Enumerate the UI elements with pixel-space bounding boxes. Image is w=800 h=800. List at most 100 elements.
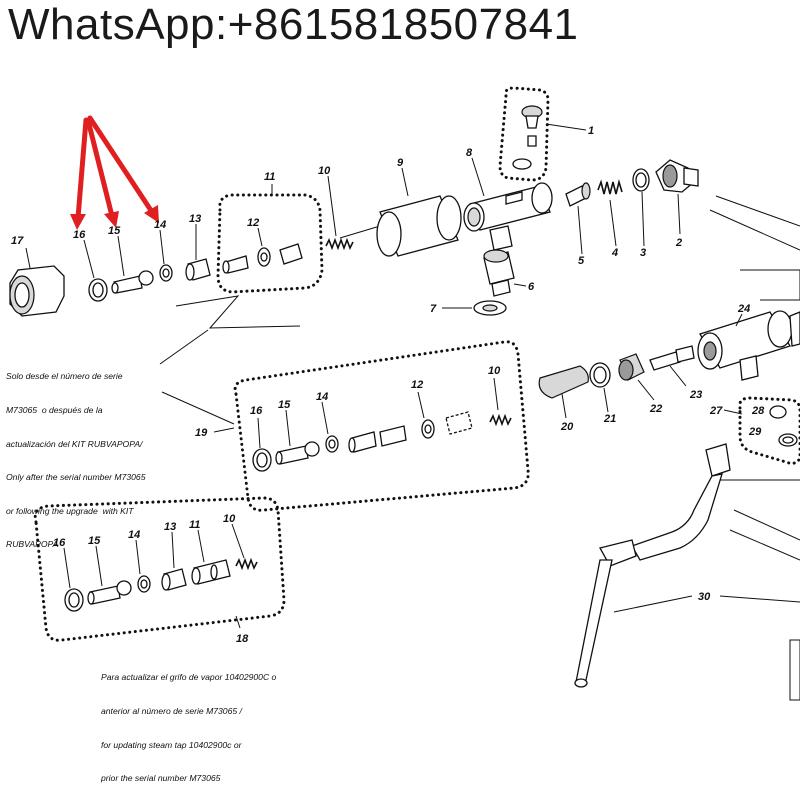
label-4: 4: [611, 247, 618, 259]
part-5-stem: [565, 182, 591, 207]
label-11: 11: [189, 519, 200, 531]
part-number-labels: 17 16 15 14 13 12 11 10 9 8 1 5 4 3 2 6 …: [11, 125, 765, 645]
label-14: 14: [128, 529, 140, 541]
part-7-nut: [473, 300, 507, 316]
note-line: Solo desde el número de serie: [6, 371, 123, 382]
part-12-valve-stem: [222, 243, 303, 274]
note-line: or following the upgrade with KIT: [6, 505, 134, 516]
note-steam-tap-update: Para actualizar el grifo de vapor 104029…: [101, 650, 276, 796]
red-arrow-14: [87, 115, 155, 215]
label-23: 23: [689, 389, 702, 401]
part-21-ring: [589, 362, 611, 388]
red-arrows: [70, 115, 159, 230]
part-3-gasket: [632, 168, 650, 192]
note-line: anterior al número de serie M73065 /: [101, 706, 242, 717]
label-5: 5: [578, 255, 585, 267]
part-9-cylinder: [376, 195, 462, 257]
part-16-ring: [88, 278, 108, 302]
label-16: 16: [73, 229, 86, 241]
label-27: 27: [709, 405, 723, 417]
note-line: for updating steam tap 10402900c or: [101, 739, 242, 750]
kit-19-parts: [252, 411, 512, 472]
part-4-spring: [597, 178, 623, 195]
whatsapp-contact: WhatsApp:+8615818507841: [8, 0, 579, 49]
note-line: M73065 o después de la: [6, 405, 103, 416]
part-13-sleeve: [185, 258, 211, 281]
label-24: 24: [737, 303, 750, 315]
label-18: 18: [236, 633, 249, 645]
leader-lines-top: [25, 123, 681, 309]
label-10: 10: [318, 165, 331, 177]
part-15-pin: [111, 270, 154, 294]
part-16-ring: [252, 448, 272, 472]
leader-lines-kit-19: [213, 377, 499, 449]
label-21: 21: [603, 413, 616, 425]
label-22: 22: [649, 403, 662, 415]
part-1-fitting: [512, 105, 543, 170]
label-19: 19: [195, 427, 208, 439]
leader-lines-kit-18: [63, 523, 245, 629]
label-20: 20: [560, 421, 574, 433]
label-14: 14: [316, 391, 328, 403]
label-16: 16: [250, 405, 263, 417]
red-arrowhead: [104, 211, 119, 228]
label-10: 10: [488, 365, 501, 377]
note-line: Para actualizar el grifo de vapor 104029…: [101, 672, 277, 683]
part-24-valve-assembly: [697, 310, 800, 381]
part-22-cap: [618, 353, 645, 381]
label-3: 3: [640, 247, 646, 259]
part-13-sleeve: [161, 568, 187, 591]
part-8-valve-body: [463, 182, 553, 251]
label-16: 16: [53, 537, 66, 549]
part-14-ring: [137, 575, 151, 593]
part-23-stem: [649, 345, 695, 371]
part-14-ring: [325, 435, 339, 453]
part-10-spring: [325, 237, 354, 251]
label-6: 6: [528, 281, 535, 293]
red-arrow-16: [75, 117, 89, 221]
note-line: actualización del KIT RUBVAPOPA/: [6, 438, 143, 449]
red-arrow-15: [85, 117, 115, 219]
part-11-valve-body: [191, 559, 231, 585]
kit-18-parts: [64, 557, 258, 612]
label-10: 10: [223, 513, 236, 525]
part-30-steam-wand: [574, 443, 731, 688]
label-12: 12: [411, 379, 423, 391]
label-13: 13: [189, 213, 201, 225]
label-14: 14: [154, 219, 166, 231]
label-28: 28: [751, 405, 765, 417]
part-15-pin: [87, 580, 132, 605]
kit-box-18: [33, 496, 286, 642]
label-9: 9: [397, 157, 404, 169]
label-30: 30: [698, 591, 711, 603]
part-17-nut: [9, 265, 65, 317]
note-serial-upgrade: Solo desde el número de serie M73065 o d…: [6, 349, 145, 562]
part-2-nut: [655, 159, 699, 193]
label-7: 7: [430, 303, 437, 315]
label-1: 1: [588, 125, 594, 137]
part-6-nozzle: [483, 249, 515, 297]
part-29-ring: [778, 433, 798, 447]
part-15-pin: [275, 441, 320, 465]
label-2: 2: [675, 237, 682, 249]
red-arrowhead: [70, 214, 86, 230]
label-12: 12: [247, 217, 259, 229]
leader-lines-right: [561, 313, 800, 613]
red-arrowhead: [144, 205, 159, 223]
kit-box-1: [498, 86, 550, 182]
part-16-ring: [64, 588, 84, 612]
label-17: 17: [11, 235, 24, 247]
part-20-knob: [538, 365, 589, 399]
bracket-kit-19: [159, 295, 301, 425]
label-8: 8: [466, 147, 473, 159]
label-13: 13: [164, 521, 176, 533]
kit-box-27: [738, 396, 800, 465]
axis-line: [339, 225, 381, 239]
machine-body-outline: [709, 195, 800, 701]
part-14-ring: [159, 264, 173, 282]
label-15: 15: [88, 535, 101, 547]
label-11: 11: [264, 171, 275, 183]
part-12-valve-stem: [348, 411, 473, 453]
note-line: Only after the serial number M73065: [6, 472, 146, 483]
